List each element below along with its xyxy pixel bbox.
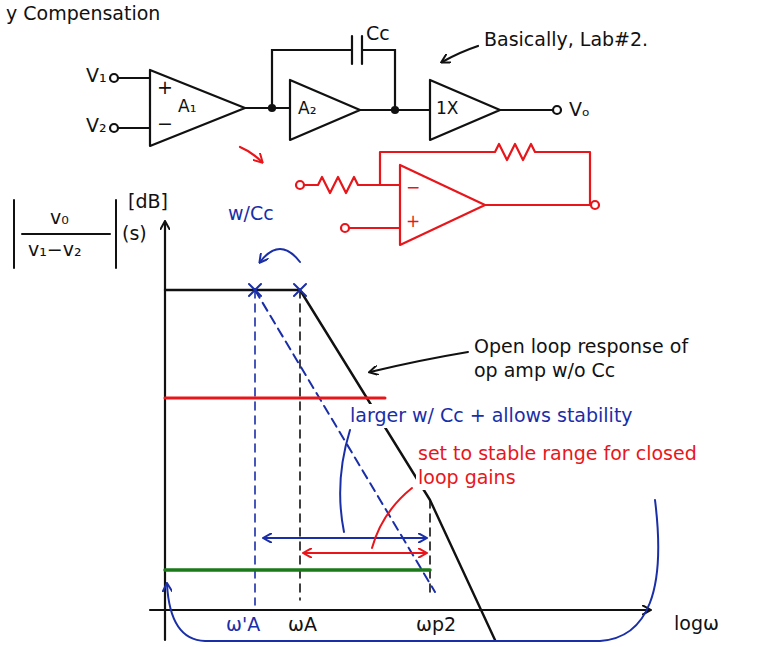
annotation: set to stable range for closed loop gain…	[416, 442, 710, 490]
input-terminal	[296, 181, 304, 189]
shift-arrow	[260, 249, 300, 262]
range-arrow	[304, 552, 426, 554]
pole-marker	[254, 290, 256, 605]
annotation: larger w/ Cc + allows stability	[348, 404, 635, 428]
component-name: Cc	[364, 22, 392, 46]
leader-line	[372, 488, 412, 548]
amplifier-label: A₁	[178, 96, 196, 116]
red-opamp-circuit	[240, 144, 599, 232]
fraction-bar	[22, 233, 110, 235]
axis-tick-label: ωp2	[414, 613, 458, 637]
axis-label: v₀	[48, 206, 71, 230]
pole-cross	[249, 284, 306, 296]
wire	[118, 77, 150, 79]
pin-sign: +	[155, 76, 175, 100]
plot	[14, 200, 658, 641]
input-terminal	[110, 74, 118, 82]
pole-marker	[299, 290, 301, 600]
annotation: Open loop response of op amp w/o Cc	[472, 335, 716, 383]
capacitor-plate	[361, 36, 363, 64]
signal-wire	[245, 107, 290, 109]
range-arrow	[264, 537, 426, 539]
amplifier-label: +	[406, 211, 420, 231]
signal-wire	[360, 109, 430, 111]
opamp-triangle: −+	[400, 165, 485, 245]
wire	[349, 227, 400, 229]
amplifier-label: −	[406, 177, 420, 197]
axis-tick-label: ω'A	[224, 613, 262, 637]
signal-name: V₁	[84, 64, 109, 88]
wire	[118, 127, 150, 129]
bracket-arrow	[167, 500, 658, 641]
note: Basically, Lab#2.	[482, 28, 650, 52]
abs-bar	[115, 200, 117, 268]
compensated-curve	[255, 290, 435, 592]
feedback-resistor	[380, 144, 590, 205]
triangle-outline	[290, 80, 360, 140]
note-arrow	[442, 46, 478, 62]
triangle-outline	[150, 70, 245, 146]
output-terminal	[591, 201, 599, 209]
triangle-outline	[400, 165, 485, 245]
gain-line	[165, 568, 430, 572]
triangle-outline	[430, 80, 500, 140]
x-axis	[150, 609, 650, 611]
section-title: y Compensation	[4, 2, 162, 26]
axis-label: logω	[672, 612, 721, 636]
wire	[485, 204, 590, 206]
output-terminal	[553, 106, 561, 114]
capacitor-plate	[351, 36, 353, 64]
amplifier-label: 1X	[436, 98, 458, 118]
axis-tick-label: ωA	[286, 613, 319, 637]
leader-line	[340, 430, 350, 532]
amplifier-label: A₂	[298, 98, 316, 118]
annotation: w/Cc	[226, 202, 276, 226]
pole-marker	[429, 500, 431, 598]
abs-bar	[13, 200, 15, 268]
gain-line	[165, 397, 385, 400]
buffer-triangle: 1X	[430, 80, 500, 140]
wire	[500, 109, 552, 111]
input-resistor	[304, 177, 400, 193]
pin-sign: −	[155, 112, 175, 136]
y-axis	[164, 222, 166, 640]
leader-arrow	[370, 352, 468, 372]
axis-label: (s)	[120, 222, 149, 246]
amplifier-triangle: A₂	[290, 80, 360, 140]
signal-name: Vₒ	[567, 98, 592, 122]
pointer-arrow	[240, 147, 262, 162]
axis-unit: [dB]	[126, 190, 170, 214]
axis-label: v₁−v₂	[26, 238, 84, 262]
input-terminal	[341, 224, 349, 232]
signal-name: V₂	[84, 114, 109, 138]
input-terminal	[110, 124, 118, 132]
